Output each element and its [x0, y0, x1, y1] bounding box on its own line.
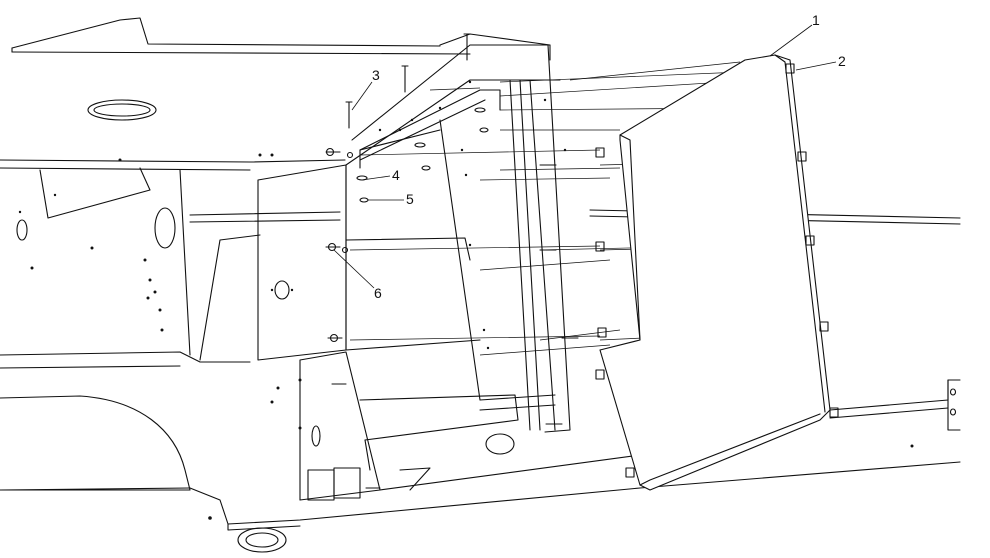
callout-6: 6	[374, 285, 382, 301]
shroud-frame	[345, 33, 571, 433]
callout-1: 1	[812, 12, 820, 28]
clip-nuts	[595, 63, 839, 478]
bolts	[325, 33, 579, 489]
callout-2: 2	[838, 53, 846, 69]
callout-4: 4	[392, 167, 400, 183]
side-panel	[257, 164, 347, 361]
callout-5: 5	[406, 191, 414, 207]
callout-3: 3	[372, 67, 380, 83]
callouts: 1 2 3 4 5 6	[333, 12, 846, 301]
machine-frame	[0, 17, 961, 553]
front-lower-bracket	[299, 351, 641, 501]
washers	[325, 107, 489, 343]
cover-panel	[599, 54, 831, 491]
